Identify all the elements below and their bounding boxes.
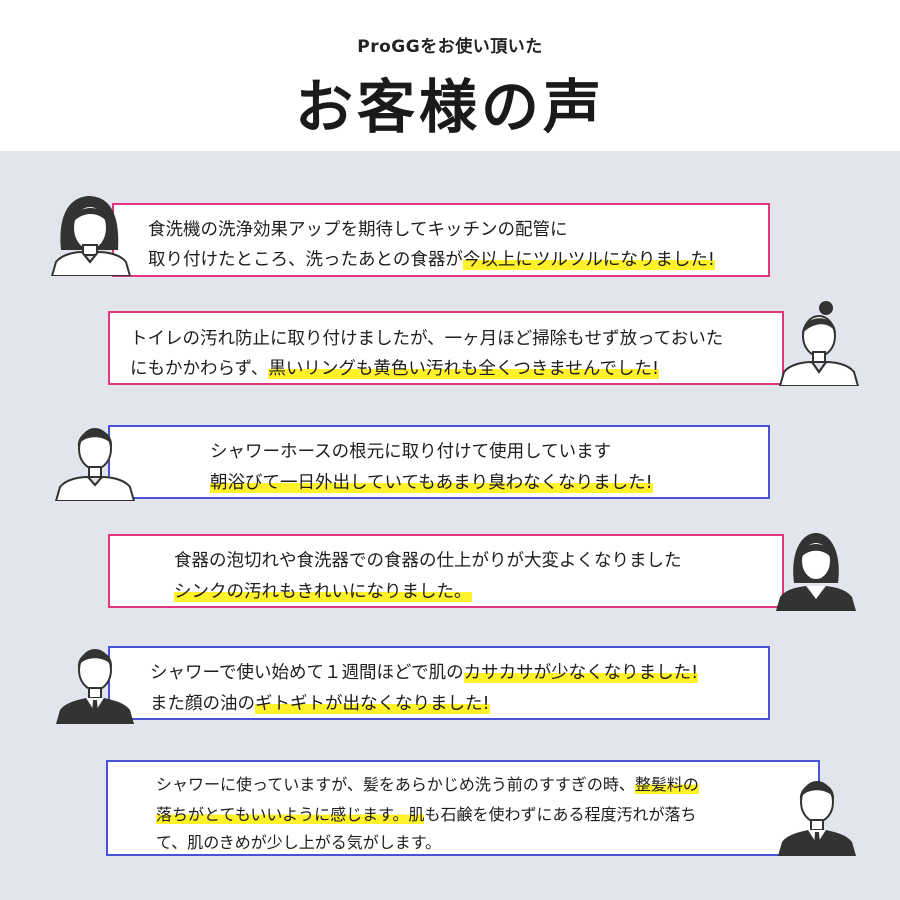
testimonial-1-line-1: 食洗機の洗浄効果アップを期待してキッチンの配管に — [148, 220, 568, 240]
testimonial-card-1: 食洗機の洗浄効果アップを期待してキッチンの配管に 取り付けたところ、洗ったあとの… — [112, 203, 770, 277]
man-casual-avatar-icon — [54, 428, 136, 501]
woman-bun-avatar-icon — [778, 301, 860, 386]
testimonial-6-line-1: シャワーに使っていますが、髪をあらかじめ洗う前のすすぎの時、整髪料の — [156, 775, 699, 794]
testimonial-2-line-1: トイレの汚れ防止に取り付けましたが、一ヶ月ほど掃除もせず放っておいた — [130, 329, 724, 349]
woman-long-hair-avatar-icon — [50, 196, 132, 276]
highlight-text: シンクの汚れもきれいになりました。 — [174, 582, 472, 602]
testimonial-5-line-1: シャワーで使い始めて１週間ほどで肌のカサカサが少なくなりました! — [150, 663, 699, 683]
highlight-text: 黒いリングも黄色い汚れも全くつきませんでした! — [268, 359, 660, 379]
testimonial-4-line-2: シンクの汚れもきれいになりました。 — [174, 578, 472, 603]
man-suit-short-hair-avatar-icon — [778, 781, 856, 856]
testimonial-card-6: シャワーに使っていますが、髪をあらかじめ洗う前のすすぎの時、整髪料の 落ちがとて… — [106, 760, 820, 856]
page-subtitle: ProGGをお使い頂いた — [357, 37, 543, 57]
testimonial-6-line-2: 落ちがとてもいいように感じます。肌も石鹸を使わずにある程度汚れが落ち — [156, 805, 697, 824]
testimonial-1-line-2: 取り付けたところ、洗ったあとの食器が今以上にツルツルになりました! — [148, 250, 715, 270]
page-title: お客様の声 — [294, 73, 605, 141]
highlight-text: 落ちがとてもいいように感じます。肌 — [156, 805, 425, 824]
testimonial-card-5: シャワーで使い始めて１週間ほどで肌のカサカサが少なくなりました! また顔の油のギ… — [108, 646, 770, 720]
testimonial-3-line-2: 朝浴びて一日外出していてもあまり臭わなくなりました! — [210, 469, 653, 494]
testimonial-5-line-2: また顔の油のギトギトが出なくなりました! — [150, 694, 490, 714]
page-header: ProGGをお使い頂いた お客様の声 — [0, 0, 900, 151]
highlight-text: カサカサが少なくなりました! — [463, 663, 699, 683]
highlight-text: 朝浴びて一日外出していてもあまり臭わなくなりました! — [210, 473, 653, 493]
testimonial-6-line-3: て、肌のきめが少し上がる気がします。 — [156, 833, 442, 852]
highlight-text: ギトギトが出なくなりました! — [255, 694, 490, 714]
man-suit-avatar-icon — [56, 649, 134, 724]
highlight-text: 今以上にツルツルになりました! — [462, 250, 715, 270]
testimonial-2-line-2: にもかかわらず、黒いリングも黄色い汚れも全くつきませんでした! — [130, 359, 660, 379]
highlight-text: 整髪料の — [634, 775, 699, 794]
testimonial-card-2: トイレの汚れ防止に取り付けましたが、一ヶ月ほど掃除もせず放っておいた にもかかわ… — [108, 311, 784, 385]
testimonial-card-3: シャワーホースの根元に取り付けて使用しています 朝浴びて一日外出していてもあまり… — [108, 425, 770, 499]
testimonial-card-4: 食器の泡切れや食洗器での食器の仕上がりが大変よくなりました シンクの汚れもきれい… — [108, 534, 784, 608]
testimonial-3-line-1: シャワーホースの根元に取り付けて使用しています — [210, 442, 612, 462]
testimonial-4-line-1: 食器の泡切れや食洗器での食器の仕上がりが大変よくなりました — [174, 551, 682, 571]
woman-suit-avatar-icon — [776, 533, 856, 611]
